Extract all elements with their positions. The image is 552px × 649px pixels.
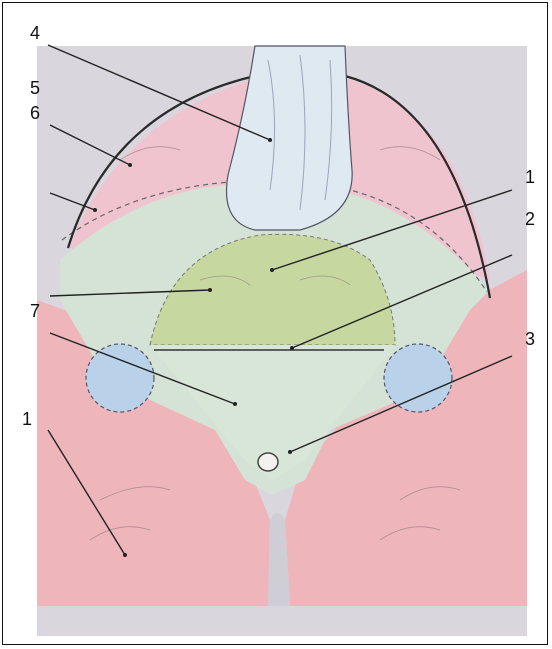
hip-landmark-right bbox=[384, 344, 452, 412]
label-right-1: 1 bbox=[525, 168, 535, 186]
anus-marker bbox=[258, 453, 278, 471]
label-6: 6 bbox=[30, 104, 40, 122]
label-7: 7 bbox=[30, 302, 40, 320]
label-right-2: 2 bbox=[525, 210, 535, 228]
label-right-3: 3 bbox=[525, 330, 535, 348]
label-4: 4 bbox=[30, 24, 40, 42]
label-5: 5 bbox=[30, 79, 40, 97]
label-left-1: 1 bbox=[22, 410, 32, 428]
hip-landmark-left bbox=[86, 344, 154, 412]
